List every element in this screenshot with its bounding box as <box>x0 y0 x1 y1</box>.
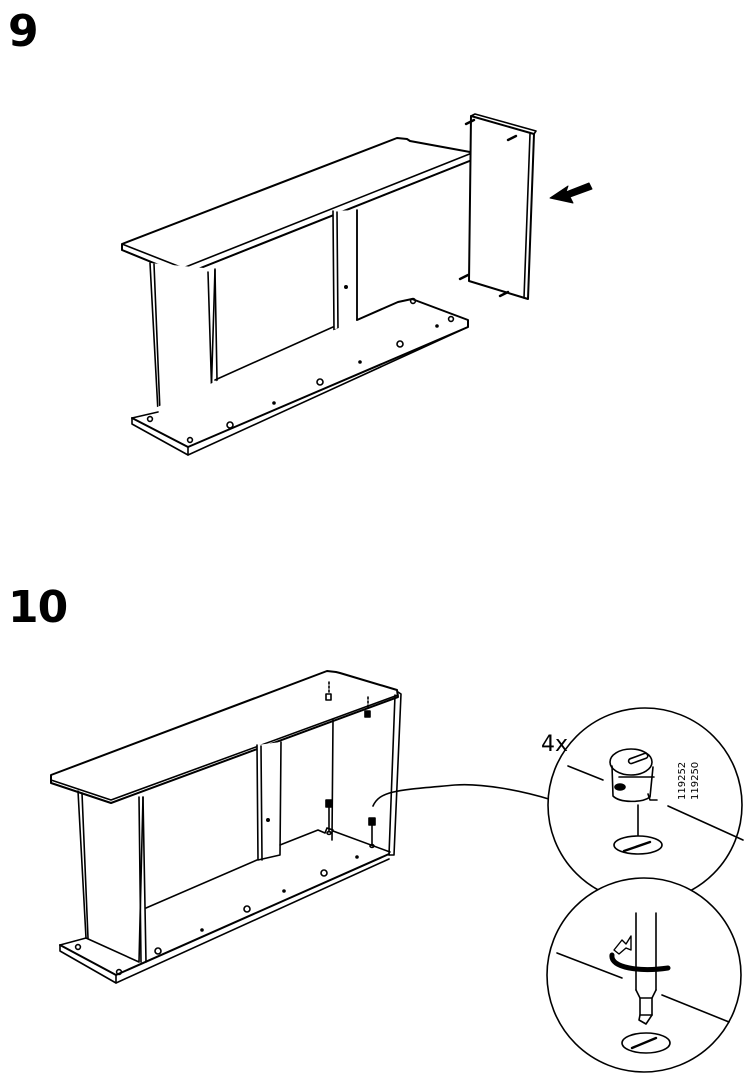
quantity-label: 4x <box>541 732 569 757</box>
step9-cabinet-frame <box>121 137 473 456</box>
step10-cabinet-frame <box>50 670 553 984</box>
rotate-clockwise-icon <box>609 935 671 972</box>
callout-screwdriver-detail <box>546 877 742 1073</box>
part-number-2: 119250 <box>690 761 701 800</box>
part-number-1: 119252 <box>677 761 688 800</box>
arrow-left-down-icon <box>549 182 593 204</box>
step-number-9: 9 <box>8 6 39 57</box>
step-number-10: 10 <box>8 582 68 633</box>
callout-cam-lock-detail <box>547 707 744 903</box>
step9-side-panel <box>458 113 537 300</box>
